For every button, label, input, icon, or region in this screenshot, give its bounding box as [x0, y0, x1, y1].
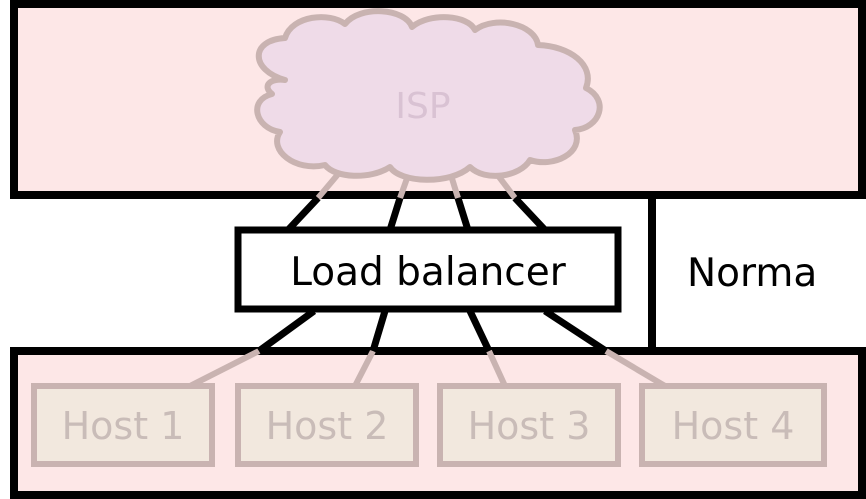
host-label: Host 1	[62, 404, 185, 448]
load-balancer-box	[234, 226, 622, 313]
faded-host-link-2	[352, 349, 376, 388]
host-label: Host 2	[266, 404, 389, 448]
host-label: Host 3	[468, 404, 591, 448]
side-label: Norma	[687, 251, 817, 296]
cloud-icon	[254, 8, 603, 183]
faded-host-link-3	[486, 349, 508, 388]
link-lb-host-3	[466, 309, 493, 353]
isp-label: ISP	[395, 86, 450, 127]
link-lb-host-2	[369, 309, 389, 353]
faded-host-link-1	[188, 348, 261, 389]
link-lb-host-4	[543, 308, 608, 354]
host-4: Host 4	[639, 383, 827, 467]
host-box	[31, 383, 215, 467]
link-cloud-lb-3	[454, 196, 472, 232]
host-box	[437, 383, 621, 467]
link-cloud-lb-1	[285, 195, 321, 233]
host-2: Host 2	[235, 383, 419, 467]
link-cloud-lb-4	[512, 195, 548, 233]
host-3: Host 3	[437, 383, 621, 467]
load-balancer-label: Load balancer	[290, 250, 566, 295]
isp-cloud: ISP	[254, 8, 603, 183]
link-lb-host-1	[256, 308, 317, 354]
link-cloud-lb-2	[386, 196, 404, 232]
host-1: Host 1	[31, 383, 215, 467]
host-box	[639, 383, 827, 467]
host-box	[235, 383, 419, 467]
faded-host-link-4	[604, 348, 667, 389]
host-label: Host 4	[672, 404, 795, 448]
